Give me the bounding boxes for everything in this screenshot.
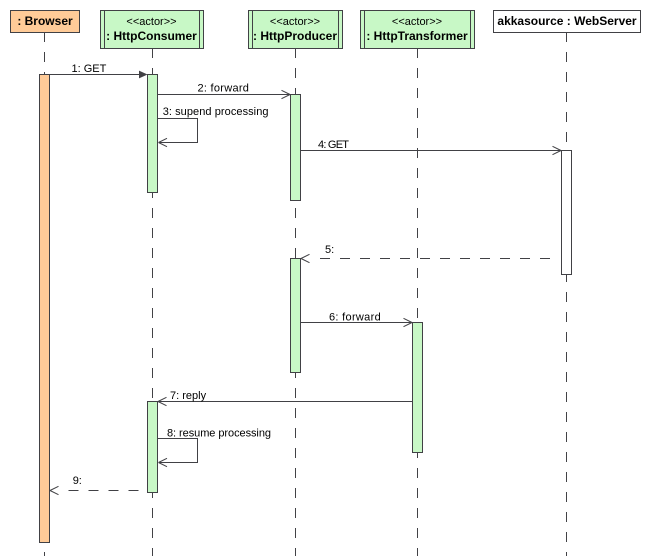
svg-text:<<actor>>: <<actor>> [270, 16, 320, 28]
svg-text:9:: 9: [73, 475, 82, 487]
svg-text:: Browser: : Browser [17, 14, 73, 28]
svg-text:6: forward: 6: forward [329, 312, 381, 324]
svg-text:: HttpProducer: : HttpProducer [253, 29, 337, 43]
svg-text:4: GET: 4: GET [318, 139, 349, 151]
svg-text:8: resume processing: 8: resume processing [167, 428, 271, 440]
svg-text:: HttpTransformer: : HttpTransformer [366, 29, 468, 43]
svg-text:7: reply: 7: reply [170, 390, 207, 402]
svg-text:akkasource : WebServer: akkasource : WebServer [497, 14, 637, 28]
svg-text:5:: 5: [325, 244, 334, 256]
svg-text:3: supend processing: 3: supend processing [163, 106, 269, 118]
svg-text:<<actor>>: <<actor>> [392, 16, 442, 28]
svg-text:: HttpConsumer: : HttpConsumer [106, 29, 197, 43]
svg-text:<<actor>>: <<actor>> [126, 16, 176, 28]
svg-text:2: forward: 2: forward [198, 83, 249, 95]
svg-text:1: GET: 1: GET [72, 63, 107, 75]
